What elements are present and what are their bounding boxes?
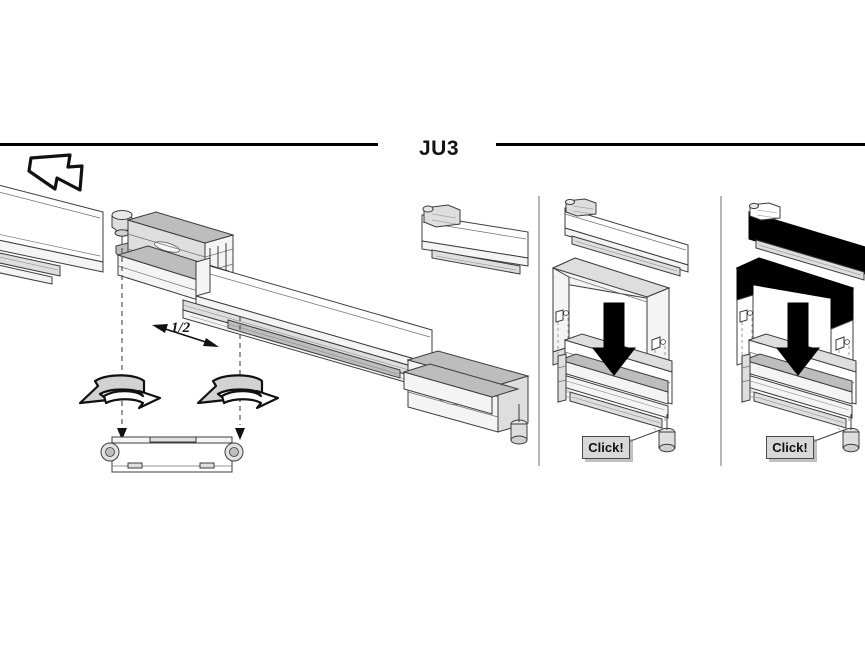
long-diagonal-rail <box>182 257 433 385</box>
bottom-bar-component <box>100 436 244 473</box>
black-down-arrow <box>775 302 821 376</box>
detached-carriage-block <box>402 350 530 445</box>
rail-profile-top <box>564 198 689 277</box>
upper-rail-profile <box>0 184 104 285</box>
click-callout-right: Click! <box>766 436 814 459</box>
header-rule-right <box>496 143 865 146</box>
page-title: JU3 <box>418 137 460 160</box>
header-rule-left <box>0 143 378 146</box>
detached-rail-segment <box>421 204 529 275</box>
dimension-label-half: 1/2 <box>171 320 191 336</box>
dimension-arrow-half <box>152 324 219 347</box>
rotation-arrow-left <box>78 374 162 410</box>
rotation-arrow-right <box>196 374 280 410</box>
panel-cover-light <box>551 198 689 453</box>
panel-main <box>0 153 530 473</box>
click-callout-left: Click! <box>582 436 630 459</box>
rail-profile-top <box>748 202 865 281</box>
panel-cover-dark <box>735 202 865 453</box>
rail-assembly <box>557 333 676 453</box>
black-down-arrow <box>591 302 637 376</box>
hollow-block-arrow <box>27 153 84 192</box>
dashed-alignment-line-right <box>235 316 245 440</box>
